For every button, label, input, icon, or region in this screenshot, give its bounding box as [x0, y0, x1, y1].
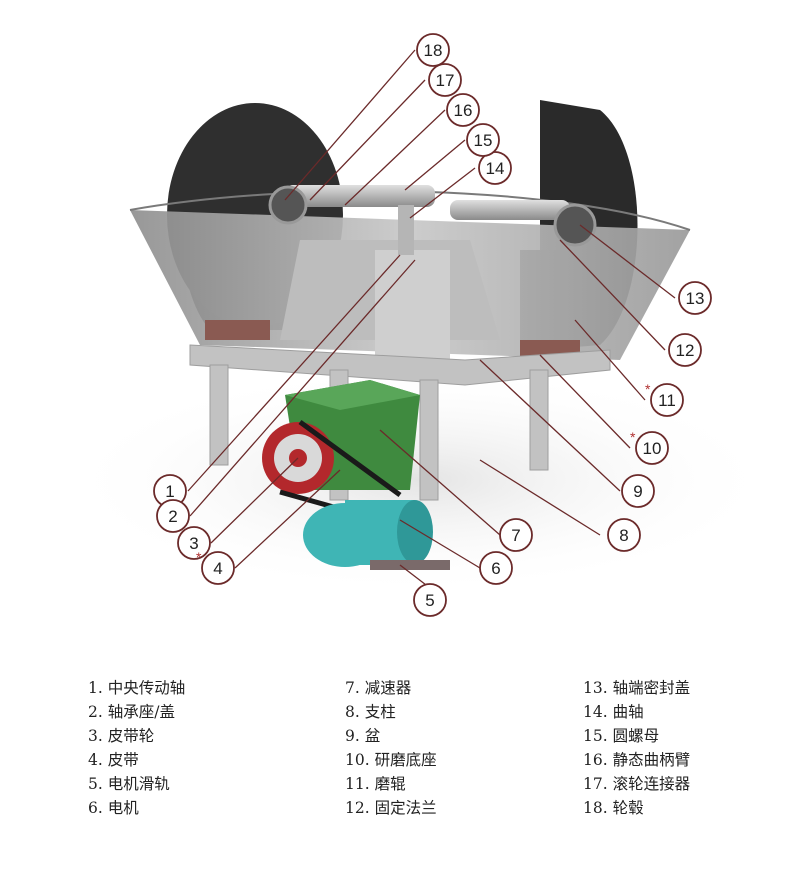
- callout-number: 12: [676, 341, 695, 360]
- callout-6: 6: [479, 551, 513, 585]
- legend-item: 14. 曲轴: [583, 703, 644, 721]
- legend-item: 18. 轮毂: [583, 799, 644, 817]
- legend-item: 13. 轴端密封盖: [583, 679, 691, 697]
- callout-star: *: [630, 429, 636, 445]
- callout-circle: [177, 526, 211, 560]
- callout-5: 5: [413, 583, 447, 617]
- callout-number: 14: [486, 159, 505, 178]
- callout-9: 9: [621, 474, 655, 508]
- callout-circle: [466, 123, 500, 157]
- callout-circle: [428, 63, 462, 97]
- grinding-base-left: [205, 320, 270, 340]
- callout-circle: [156, 499, 190, 533]
- legend-item: 15. 圆螺母: [583, 727, 660, 745]
- callout-circle: [621, 474, 655, 508]
- callout-number: 5: [425, 591, 434, 610]
- callout-8: 8: [607, 518, 641, 552]
- callout-circle: [635, 431, 669, 465]
- callout-18: 18: [416, 33, 450, 67]
- crank-shaft: [285, 185, 435, 207]
- right-hub: [553, 203, 597, 247]
- legend-column-2: 7. 减速器 8. 支柱 9. 盆 10. 研磨底座 11. 磨辊 12. 固定…: [345, 676, 437, 820]
- central-column: [375, 250, 450, 360]
- callout-circle: [478, 151, 512, 185]
- legend-item: 11. 磨辊: [345, 775, 406, 793]
- legend-column-1: 1. 中央传动轴 2. 轴承座/盖 3. 皮带轮 4. 皮带 5. 电机滑轨 6…: [88, 676, 185, 820]
- motor: [303, 500, 450, 570]
- callout-17: 17: [428, 63, 462, 97]
- callout-number: 8: [619, 526, 628, 545]
- callout-number: 13: [686, 289, 705, 308]
- callout-number: 2: [168, 507, 177, 526]
- motor-slide-rail: [370, 560, 450, 570]
- callout-11: 11 *: [645, 381, 684, 417]
- callout-circle: [413, 583, 447, 617]
- callout-number: 4: [213, 559, 222, 578]
- legend-item: 3. 皮带轮: [88, 727, 155, 745]
- callout-number: 9: [633, 482, 642, 501]
- callout-number: 1: [165, 482, 174, 501]
- callout-circle: [499, 518, 533, 552]
- legend-item: 12. 固定法兰: [345, 799, 437, 817]
- callout-number: 11: [658, 391, 676, 410]
- left-hub: [268, 185, 308, 225]
- legend-item: 10. 研磨底座: [345, 751, 437, 769]
- callout-4: 4*: [196, 549, 235, 585]
- callout-circle: [668, 333, 702, 367]
- legend-item: 6. 电机: [88, 799, 139, 817]
- callout-3: 3: [177, 526, 211, 560]
- legend-item: 8. 支柱: [345, 703, 396, 721]
- callout-number: 16: [454, 101, 473, 120]
- callout-number: 15: [474, 131, 493, 150]
- callout-circle: [479, 551, 513, 585]
- legend-item: 1. 中央传动轴: [88, 679, 186, 697]
- callout-lines: [187, 49, 676, 589]
- legend-item: 9. 盆: [345, 727, 381, 745]
- callout-circle: [678, 281, 712, 315]
- callout-number: 10: [643, 439, 662, 458]
- legend-item: 5. 电机滑轨: [88, 775, 170, 793]
- legend-item: 7. 减速器: [345, 679, 412, 697]
- parts-legend: 1. 中央传动轴 2. 轴承座/盖 3. 皮带轮 4. 皮带 5. 电机滑轨 6…: [0, 676, 800, 836]
- legend-item: 16. 静态曲柄臂: [583, 751, 691, 769]
- callout-number: 3: [189, 534, 198, 553]
- callout-number: 17: [436, 71, 455, 90]
- callout-16: 16: [446, 93, 480, 127]
- callout-2: 2: [156, 499, 190, 533]
- callout-10: 10 *: [630, 429, 669, 465]
- callout-number: 7: [511, 526, 520, 545]
- callout-circle: [416, 33, 450, 67]
- vertical-shaft: [398, 205, 414, 255]
- callout-number: 18: [424, 41, 443, 60]
- callout-circle: [446, 93, 480, 127]
- right-shaft: [450, 200, 570, 220]
- callout-star: *: [645, 381, 651, 397]
- callout-7: 7: [499, 518, 533, 552]
- callout-circle: [650, 383, 684, 417]
- callout-circle: [201, 551, 235, 585]
- callout-star: *: [196, 549, 202, 565]
- legend-column-3: 13. 轴端密封盖 14. 曲轴 15. 圆螺母 16. 静态曲柄臂 17. 滚…: [583, 676, 690, 820]
- legend-item: 17. 滚轮连接器: [583, 775, 691, 793]
- legend-item: 4. 皮带: [88, 751, 139, 769]
- callout-circle: [607, 518, 641, 552]
- callout-13: 13: [678, 281, 712, 315]
- callout-15: 15: [466, 123, 500, 157]
- legend-item: 2. 轴承座/盖: [88, 703, 175, 721]
- callout-14: 14: [478, 151, 512, 185]
- callout-12: 12: [668, 333, 702, 367]
- callout-number: 6: [491, 559, 500, 578]
